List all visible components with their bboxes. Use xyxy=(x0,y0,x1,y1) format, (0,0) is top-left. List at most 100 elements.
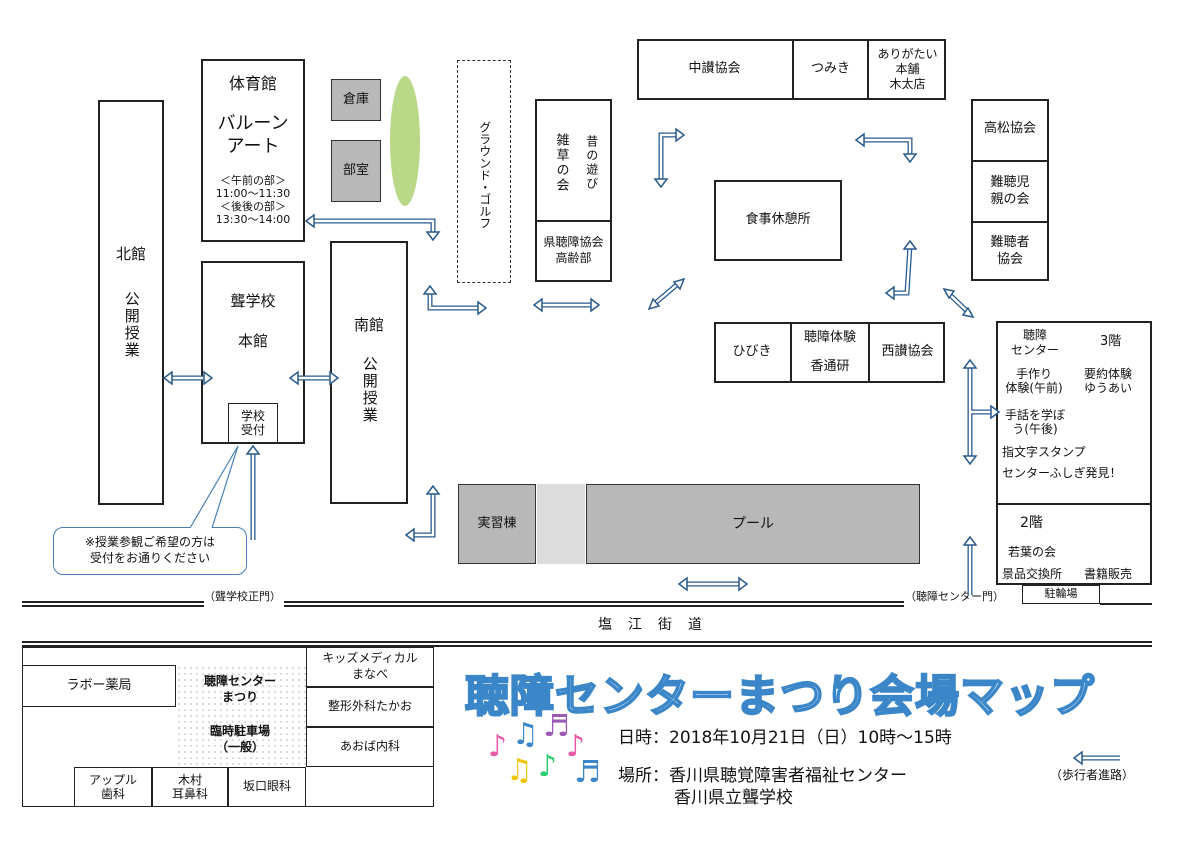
rabo-label: ラボー薬局 xyxy=(66,677,132,693)
note-text: ※授業参観ご希望の方は 受付をお通りください xyxy=(84,535,216,565)
koutsuken-label: 香通研 xyxy=(810,358,850,374)
hibiki-booth xyxy=(714,322,945,383)
kitakan-building xyxy=(98,100,164,505)
center-fushigi: センターふしぎ発見！ xyxy=(1002,466,1122,480)
kitakan-name: 北館 xyxy=(115,245,146,264)
zatsusou-label: 雑草の会 xyxy=(553,132,569,193)
booth-divider xyxy=(535,220,612,222)
event-place-2: 香川県立聾学校 xyxy=(674,788,793,808)
center-shoseki: 書籍販売 xyxy=(1084,567,1133,581)
center-tezukuri: 手作り 体験(午前) xyxy=(1005,366,1063,395)
aoba-label: あおば内科 xyxy=(339,739,400,754)
parking-label: 駐輪場 xyxy=(1044,587,1078,601)
top-divider-2 xyxy=(867,39,869,100)
souko-building xyxy=(331,79,381,121)
pedestrian-label: （歩行者進路） xyxy=(1050,768,1135,782)
ground-golf-area xyxy=(457,60,511,283)
parking-dotted-area xyxy=(176,665,306,768)
taiikukan-event: バルーン アート xyxy=(217,112,289,157)
taiken-label: 聴障体験 xyxy=(803,329,856,345)
bushitsu-label: 部室 xyxy=(342,162,369,178)
gate-school-label: （聾学校正門） xyxy=(204,590,281,603)
street-line-top-1 xyxy=(22,601,204,603)
taiikukan-name: 体育館 xyxy=(228,73,277,93)
map-title: 聴障センターまつり会場マップ xyxy=(464,670,1095,723)
center-building xyxy=(996,321,1152,585)
center-floor-divider xyxy=(996,503,1152,505)
right-divider-2 xyxy=(971,221,1049,223)
mid-divider-1 xyxy=(790,322,792,383)
jisshuto-building xyxy=(458,484,536,564)
street-line-top-3 xyxy=(1100,603,1152,605)
rabo-pharmacy xyxy=(22,665,176,707)
taiikukan-schedule: ＜午前の部＞ 11:00～11:30 ＜後後の部＞ 13:30～14:00 xyxy=(215,173,291,227)
center-youyaku: 要約体験 ゆうあい xyxy=(1083,366,1132,395)
tree-icon xyxy=(390,76,420,206)
music-notes-icon: ♪ ♫ ♬ ♪ ♫ ♪ ♬ xyxy=(488,709,601,790)
center-keihin: 景品交換所 xyxy=(1002,567,1063,581)
mukashi-label: 昔の遊び xyxy=(584,134,599,191)
apple-clinic xyxy=(74,767,152,807)
center-wakaba: 若葉の会 xyxy=(1008,545,1057,559)
street-line-bottom xyxy=(22,641,1152,643)
kimura-label: 木村 耳鼻科 xyxy=(171,772,208,801)
jisshuto-label: 実習棟 xyxy=(477,515,517,531)
tsumiki-label: つみき xyxy=(810,61,850,77)
mid-divider-2 xyxy=(868,322,870,383)
street-name: 塩 江 街 道 xyxy=(598,617,703,633)
nanchousha-label: 難聴者 協会 xyxy=(990,235,1030,267)
center-shuwa: 手話を学ぼ う(午後) xyxy=(1004,407,1065,436)
note-callout xyxy=(53,527,247,575)
kenchou-label: 県聴障協会 高齢部 xyxy=(543,235,604,265)
center-floor3: 3階 xyxy=(1100,334,1122,349)
honkan-name2: 本館 xyxy=(237,332,268,351)
pool-label: プール xyxy=(732,515,774,532)
bushitsu-building xyxy=(331,140,381,202)
zatsusou-booth xyxy=(535,99,612,282)
taiikukan-building xyxy=(201,59,305,242)
gate-center-label: （聴障センター門） xyxy=(905,590,1004,603)
center-yubimoji: 指文字スタンプ xyxy=(1002,445,1086,459)
shokuji-label: 食事休憩所 xyxy=(745,212,811,228)
arigatai-label: ありがたい 本舗 木太店 xyxy=(877,47,938,91)
pool-building xyxy=(586,484,920,564)
street-line-top-2b xyxy=(284,605,904,607)
street-line-bottom-b xyxy=(22,645,1152,647)
chusan-booth xyxy=(637,39,946,100)
aoba-clinic xyxy=(306,727,434,767)
kitakan-sub: 公開授業 xyxy=(122,291,141,359)
takamatsu-booth xyxy=(971,99,1049,281)
right-divider-1 xyxy=(971,160,1049,162)
nanchouji-label: 難聴児 親の会 xyxy=(990,174,1030,207)
shokuji-area xyxy=(714,180,842,261)
center-parking-label: 聴障センター まつり xyxy=(203,674,276,704)
street-line-top-2 xyxy=(284,601,904,603)
souko-label: 倉庫 xyxy=(342,91,369,107)
ground-golf-label: グラウンド・ゴルフ xyxy=(477,121,492,229)
reception-label: 学校 受付 xyxy=(240,408,265,437)
minamikan-sub: 公開授業 xyxy=(360,356,379,424)
seikei-clinic xyxy=(306,687,434,727)
event-place-1: 場所：香川県聴覚障害者福祉センター xyxy=(618,766,907,786)
minamikan-name: 南館 xyxy=(353,316,384,335)
honkan-name: 聾学校 xyxy=(230,292,276,311)
seisan-label: 西讃協会 xyxy=(881,344,934,360)
center-name: 聴障 センター xyxy=(1010,328,1059,357)
reception-box xyxy=(228,403,278,443)
event-date: 日時：2018年10月21日（日）10時～15時 xyxy=(618,728,952,748)
kids-label: キッズメディカル まなべ xyxy=(322,651,418,681)
takamatsu-label: 高松協会 xyxy=(983,121,1036,137)
street-line-top-1b xyxy=(22,605,204,607)
temp-parking-label: 臨時駐車場 （一般） xyxy=(209,724,270,754)
hibiki-label: ひびき xyxy=(732,344,772,360)
sakaguchi-clinic xyxy=(228,767,306,807)
center-floor2: 2階 xyxy=(1020,515,1043,531)
apple-label: アップル 歯科 xyxy=(88,772,137,801)
parking-lot xyxy=(1022,585,1100,604)
passage-area xyxy=(537,484,585,564)
sakaguchi-label: 坂口眼科 xyxy=(242,779,291,794)
chusan-label: 中讃協会 xyxy=(688,61,741,77)
seikei-label: 整形外科たかお xyxy=(327,699,412,714)
kids-clinic xyxy=(306,647,434,687)
top-divider-1 xyxy=(792,39,794,100)
